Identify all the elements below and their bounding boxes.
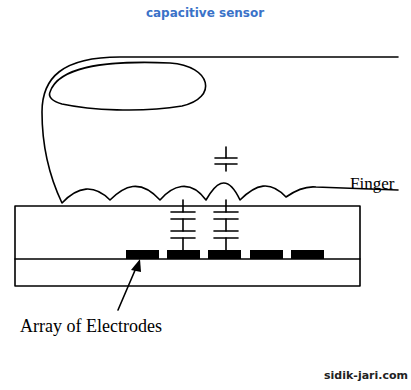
electrode-array <box>126 250 324 259</box>
electrode <box>208 250 241 259</box>
capacitor-symbol <box>171 200 195 251</box>
capacitor-symbol <box>214 147 238 251</box>
electrode <box>167 250 200 259</box>
part-label: Array of Electrodes <box>20 316 162 337</box>
sensor-housing <box>15 206 360 286</box>
diagram-title: capacitive sensor <box>146 7 264 21</box>
electrode <box>126 250 159 259</box>
electrode <box>250 250 283 259</box>
leader-line <box>118 268 136 310</box>
part-label: Finger <box>350 174 394 194</box>
fingernail <box>50 62 206 110</box>
arrow-head <box>131 259 141 272</box>
electrode <box>291 250 324 259</box>
watermark: sidik-jari.com <box>324 370 408 383</box>
finger-outline <box>42 57 398 203</box>
